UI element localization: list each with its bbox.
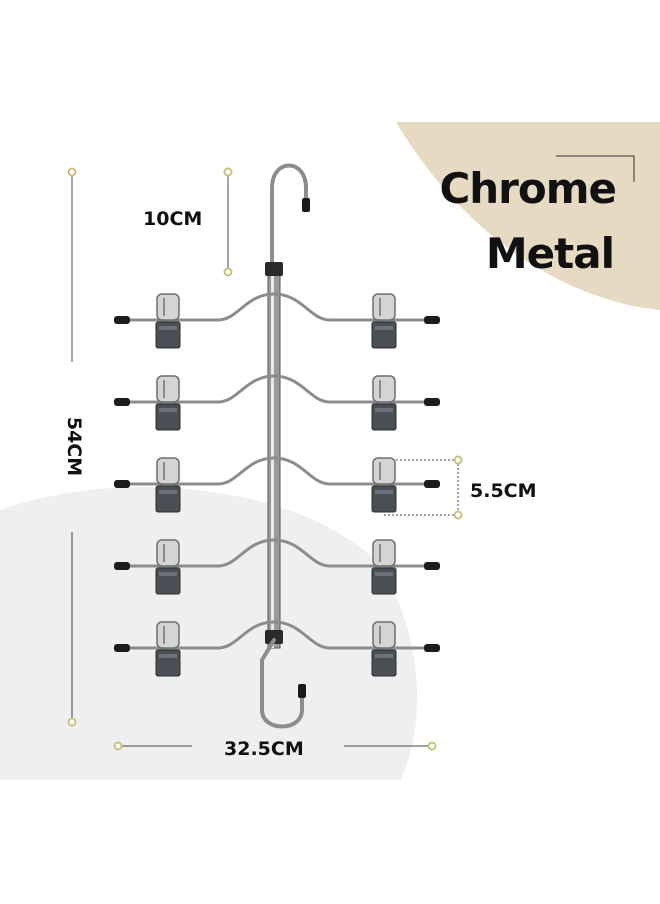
clip-jaw-ridge xyxy=(375,490,393,494)
right-clip xyxy=(371,457,397,513)
rod-top-cap xyxy=(265,262,283,276)
clip-jaw xyxy=(371,485,397,513)
arm-cap-left xyxy=(114,316,130,324)
clip-spring xyxy=(372,293,396,321)
clip-spacing-label: 5.5CM xyxy=(470,480,537,502)
dot-height-bottom xyxy=(67,717,77,727)
dot-height-top xyxy=(67,167,77,177)
clip-jaw-ridge xyxy=(159,326,177,330)
clip-spring xyxy=(156,457,180,485)
right-clip xyxy=(371,375,397,431)
clip-jaw xyxy=(371,403,397,431)
bottom-hook xyxy=(260,638,304,729)
dot-width-left xyxy=(113,741,123,751)
hanger-tier xyxy=(114,374,440,431)
clip-spring xyxy=(156,293,180,321)
dot-hook-bottom xyxy=(223,267,233,277)
clip-jaw-ridge xyxy=(159,654,177,658)
width-dimension-label: 32.5CM xyxy=(224,738,304,760)
clip-jaw-ridge xyxy=(375,654,393,658)
left-clip xyxy=(155,293,181,349)
clip-jaw xyxy=(155,485,181,513)
clip-jaw xyxy=(371,649,397,677)
arm-cap-right xyxy=(424,562,440,570)
arm-cap-left xyxy=(114,644,130,652)
arm-cap-right xyxy=(424,480,440,488)
clip-jaw-ridge xyxy=(159,490,177,494)
bottom-hook-tip xyxy=(298,684,306,698)
hanger-tier xyxy=(114,620,440,677)
clip-spring xyxy=(372,457,396,485)
dot-hook-top xyxy=(223,167,233,177)
clip-jaw-ridge xyxy=(159,572,177,576)
corner-accent-line xyxy=(556,155,635,182)
clip-jaw xyxy=(155,649,181,677)
left-clip xyxy=(155,539,181,595)
hanger-tier xyxy=(114,292,440,349)
clip-jaw-ridge xyxy=(375,408,393,412)
clip-jaw xyxy=(155,403,181,431)
left-clip xyxy=(155,457,181,513)
dimension-guides xyxy=(71,172,459,747)
clip-jaw-ridge xyxy=(375,572,393,576)
arm-cap-right xyxy=(424,644,440,652)
dimension-dots xyxy=(67,167,463,751)
clip-jaw-ridge xyxy=(159,408,177,412)
tier-arm xyxy=(118,456,436,486)
arm-cap-left xyxy=(114,398,130,406)
dot-clip-bottom xyxy=(453,510,463,520)
clip-spring xyxy=(372,375,396,403)
clip-spring xyxy=(156,621,180,649)
height-dimension-label: 54CM xyxy=(63,416,86,477)
tier-arm xyxy=(118,620,436,650)
left-clip xyxy=(155,621,181,677)
arm-cap-left xyxy=(114,480,130,488)
arm-cap-right xyxy=(424,316,440,324)
right-clip xyxy=(371,621,397,677)
right-clip xyxy=(371,539,397,595)
dot-clip-top xyxy=(453,455,463,465)
hook-dimension-label: 10CM xyxy=(143,208,203,230)
top-hook-tip xyxy=(302,198,310,212)
tier-arm xyxy=(118,374,436,404)
tier-arm xyxy=(118,292,436,322)
title-line-2: Metal xyxy=(485,229,615,278)
clip-jaw-ridge xyxy=(375,326,393,330)
hanger-tier xyxy=(114,456,440,513)
clip-jaw xyxy=(371,321,397,349)
tier-arm xyxy=(118,538,436,568)
right-clip xyxy=(371,293,397,349)
left-clip xyxy=(155,375,181,431)
arm-cap-left xyxy=(114,562,130,570)
clip-jaw xyxy=(371,567,397,595)
clip-spring xyxy=(372,539,396,567)
clip-spring xyxy=(156,375,180,403)
dot-width-right xyxy=(427,741,437,751)
clip-spring xyxy=(156,539,180,567)
title-line-1: Chrome xyxy=(439,164,617,213)
beige-corner-shape xyxy=(396,122,660,310)
clip-jaw xyxy=(155,567,181,595)
arm-cap-right xyxy=(424,398,440,406)
hanger-tiers xyxy=(114,292,440,677)
hanger-tier xyxy=(114,538,440,595)
clip-jaw xyxy=(155,321,181,349)
top-hook xyxy=(270,163,308,272)
clip-spring xyxy=(372,621,396,649)
rod-bottom-cap xyxy=(265,630,283,644)
